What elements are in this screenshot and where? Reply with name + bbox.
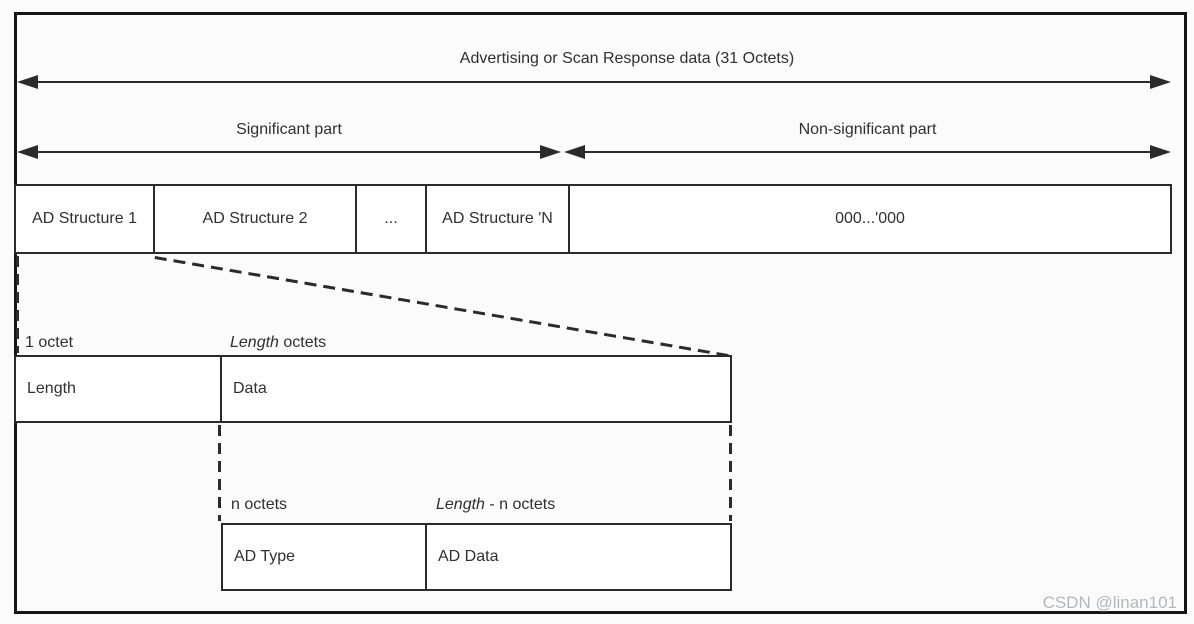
data-cell: Data bbox=[233, 380, 267, 397]
arrow-shaft bbox=[31, 81, 1157, 83]
n-octets-size-label: n octets bbox=[231, 496, 288, 513]
length-data-box: Length Data bbox=[14, 355, 732, 423]
non-significant-part-label: Non-significant part bbox=[798, 121, 937, 138]
ad-structure-1-cell: AD Structure 1 bbox=[16, 186, 155, 252]
non-significant-zeros-cell: 000...'000 bbox=[835, 210, 905, 227]
ad-structure-n-cell: AD Structure 'N bbox=[427, 186, 570, 252]
diagram-border bbox=[14, 12, 1187, 614]
length-octets-rest: octets bbox=[278, 334, 327, 351]
significant-part-label: Significant part bbox=[236, 121, 342, 138]
top-arrow-label: Advertising or Scan Response data (31 Oc… bbox=[459, 50, 795, 67]
arrowhead-left-icon bbox=[17, 75, 38, 89]
ad-structure-2-cell: AD Structure 2 bbox=[155, 186, 357, 252]
expansion-dashed-line-mid-right bbox=[729, 425, 732, 521]
significant-part-arrow bbox=[17, 144, 561, 160]
expansion-dashed-line-mid-left bbox=[218, 425, 221, 521]
ad-structure-row: AD Structure 1 AD Structure 2 ... AD Str… bbox=[14, 184, 1172, 254]
length-octets-size-label: Length octets bbox=[230, 334, 326, 352]
length-minus-n-octets-size-label: Length - n octets bbox=[436, 496, 555, 514]
length-minus-n-rest: - n octets bbox=[484, 496, 556, 513]
one-octet-size-label: 1 octet bbox=[25, 334, 74, 351]
arrowhead-left-icon bbox=[17, 145, 38, 159]
ad-data-cell: AD Data bbox=[438, 548, 499, 565]
csdn-watermark: CSDN @linan101 bbox=[1042, 593, 1177, 612]
ad-type-cell: AD Type bbox=[223, 525, 427, 589]
arrowhead-right-icon bbox=[1150, 145, 1171, 159]
expansion-dashed-line-left bbox=[16, 256, 19, 353]
length-cell: Length bbox=[16, 357, 222, 421]
length-minus-n-italic: Length bbox=[436, 496, 485, 513]
arrow-shaft bbox=[31, 151, 547, 153]
non-significant-part-arrow bbox=[564, 144, 1171, 160]
arrow-shaft bbox=[578, 151, 1157, 153]
top-arrow bbox=[17, 74, 1171, 90]
ad-type-box: AD Type AD Data bbox=[221, 523, 732, 591]
arrowhead-right-icon bbox=[1150, 75, 1171, 89]
arrowhead-left-icon bbox=[564, 145, 585, 159]
ellipsis-cell: ... bbox=[357, 186, 427, 252]
length-octets-italic: Length bbox=[230, 334, 279, 351]
arrowhead-right-icon bbox=[540, 145, 561, 159]
